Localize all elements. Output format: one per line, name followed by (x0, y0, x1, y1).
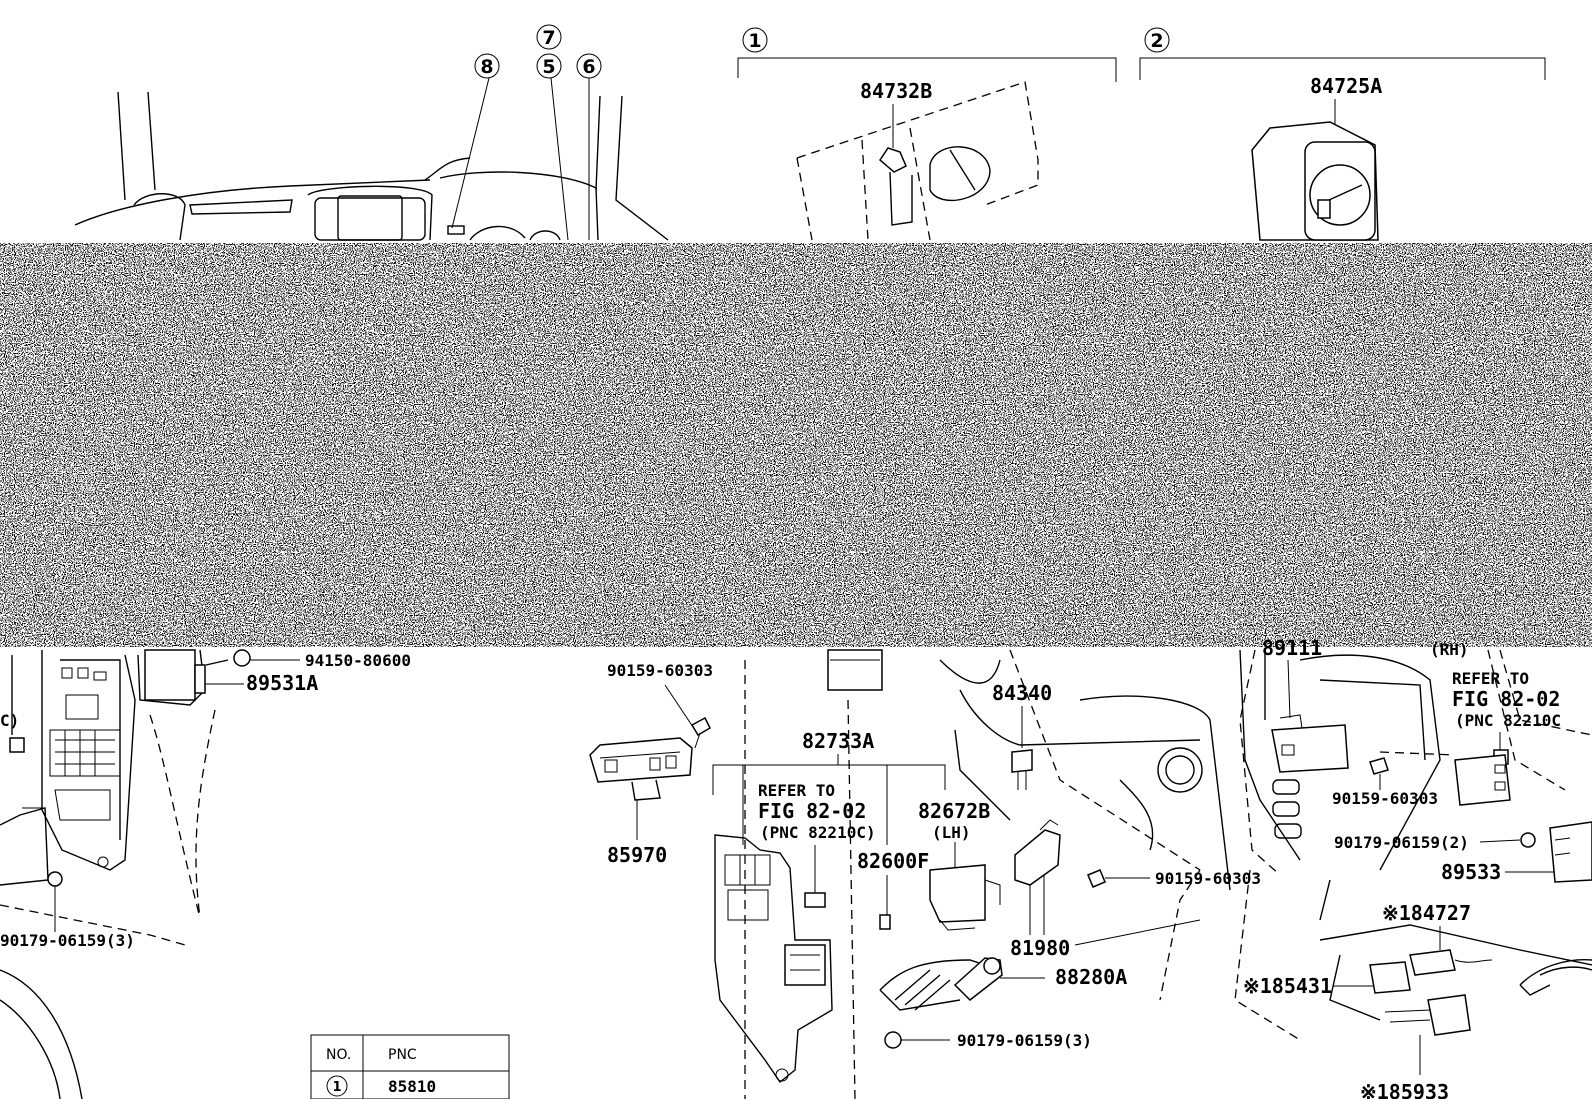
svg-text:C): C) (0, 711, 19, 730)
svg-text:FIG 82-02: FIG 82-02 (1452, 687, 1560, 711)
label-90179-right: 90179-06159(2) (1334, 832, 1536, 852)
svg-text:REFER TO: REFER TO (758, 781, 835, 800)
label-82672B: 82672B (LH) (918, 799, 990, 870)
svg-text:84725A: 84725A (1310, 74, 1382, 98)
svg-text:PNC: PNC (388, 1047, 417, 1063)
svg-text:1: 1 (332, 1080, 341, 1095)
svg-text:2: 2 (1150, 30, 1163, 52)
relay-81980: 81980 (1010, 819, 1201, 960)
svg-text:90179-06159(3): 90179-06159(3) (0, 931, 135, 950)
svg-text:NO.: NO. (326, 1047, 351, 1063)
label-85933: ※185933 (1360, 994, 1471, 1099)
svg-text:89533: 89533 (1441, 860, 1501, 884)
svg-text:82733A: 82733A (802, 729, 874, 753)
svg-text:8: 8 (480, 56, 493, 78)
svg-text:89531A: 89531A (246, 671, 318, 695)
svg-text:89111: 89111 (1262, 636, 1322, 660)
svg-text:7: 7 (542, 27, 555, 49)
callout-5: 5 (536, 53, 569, 241)
svg-text:84732B: 84732B (860, 79, 932, 103)
label-82733A: 82733A (712, 729, 946, 845)
callout-8: 8 (451, 53, 500, 229)
variant-1-bracket: 1 84732B (737, 27, 1117, 241)
switch-84340: 84340 (992, 681, 1052, 790)
ecu-85970: 85970 (589, 737, 693, 867)
label-85431: ※185431 (1243, 961, 1411, 998)
module-89533: 89533 (1441, 821, 1592, 884)
svg-text:84340: 84340 (992, 681, 1052, 705)
callout-6: 6 (576, 53, 602, 240)
connector-bracket (929, 864, 1001, 931)
svg-text:REFER TO: REFER TO (1452, 669, 1529, 688)
svg-text:(RH): (RH) (1430, 640, 1469, 659)
svg-text:90179-06159(3): 90179-06159(3) (957, 1031, 1092, 1050)
svg-text:(PNC 82210C: (PNC 82210C (1455, 711, 1561, 730)
legend-table: NO. PNC 1 85810 (310, 1034, 510, 1099)
svg-text:90179-06159(2): 90179-06159(2) (1334, 833, 1469, 852)
dashboard-overview (74, 91, 669, 241)
svg-text:6: 6 (582, 56, 595, 78)
floor-console (1234, 869, 1592, 1041)
label-89111: 89111 (1262, 636, 1322, 719)
module-89111 (1239, 649, 1441, 876)
label-90159-mid: 90159-60303 (1087, 869, 1261, 888)
callout-7: 7 (536, 24, 562, 50)
label-82600F: 82600F (857, 849, 929, 930)
svg-text:85810: 85810 (388, 1077, 436, 1096)
svg-text:82672B: 82672B (918, 799, 990, 823)
dashboard-lower (744, 649, 1231, 1099)
label-94150-80600: 94150-80600 (233, 649, 411, 670)
svg-text:85970: 85970 (607, 843, 667, 867)
svg-text:FIG 82-02: FIG 82-02 (758, 799, 866, 823)
noise-texture (0, 243, 1592, 647)
computer-module (714, 834, 833, 1084)
refer-note-middle: REFER TO FIG 82-02 (PNC 82210C) (758, 781, 876, 908)
label-90159-top: 90159-60303 (607, 661, 713, 749)
label-90159-right: 90159-60303 (1332, 751, 1456, 808)
module-right-small (1454, 754, 1511, 806)
svg-text:※184727: ※184727 (1382, 901, 1471, 925)
svg-text:81980: 81980 (1010, 936, 1070, 960)
svg-text:5: 5 (542, 56, 555, 78)
svg-text:88280A: 88280A (1055, 965, 1127, 989)
refer-note-right: (RH) REFER TO FIG 82-02 (PNC 82210C (1430, 640, 1592, 791)
svg-text:90159-60303: 90159-60303 (1155, 869, 1261, 888)
svg-text:※185933: ※185933 (1360, 1080, 1449, 1099)
label-90179-left: 90179-06159(3) (0, 871, 135, 950)
sensor-88280A: 88280A (953, 957, 1127, 1001)
svg-text:90159-60303: 90159-60303 (1332, 789, 1438, 808)
svg-text:※185431: ※185431 (1243, 974, 1332, 998)
svg-text:(PNC 82210C): (PNC 82210C) (760, 823, 876, 842)
label-84727: ※184727 (1382, 901, 1493, 976)
svg-text:1: 1 (748, 30, 761, 52)
label-90179-bottom: 90179-06159(3) (884, 1031, 1092, 1050)
svg-text:94150-80600: 94150-80600 (305, 651, 411, 670)
junction-block: C) (0, 649, 229, 1099)
svg-text:82600F: 82600F (857, 849, 929, 873)
label-89531A: 89531A (205, 671, 318, 695)
variant-2-bracket: 2 84725A (1139, 27, 1546, 241)
svg-text:90159-60303: 90159-60303 (607, 661, 713, 680)
svg-text:(LH): (LH) (932, 823, 971, 842)
